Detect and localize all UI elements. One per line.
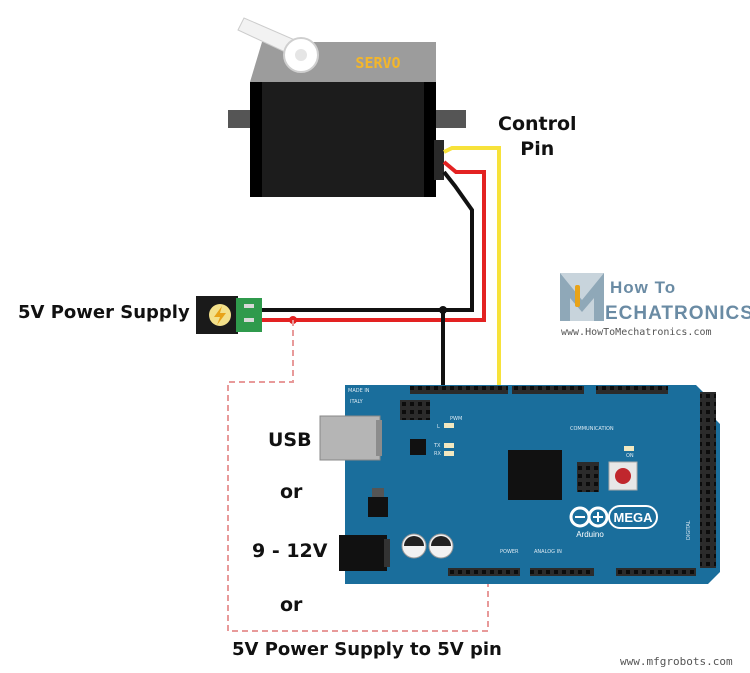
control-pin-label: Control Pin bbox=[498, 112, 577, 162]
header-top-3 bbox=[596, 386, 668, 394]
l-label: L bbox=[437, 424, 440, 430]
wire-yellow-control bbox=[443, 146, 501, 385]
header-top-2 bbox=[512, 386, 584, 394]
italy-label: ITALY bbox=[350, 399, 364, 405]
control-pin-line-1: Control bbox=[498, 113, 577, 135]
header-bottom-1 bbox=[448, 568, 520, 576]
pwm-label: PWM bbox=[450, 416, 462, 422]
voltage-regulator bbox=[368, 497, 388, 517]
wire-red-power bbox=[260, 160, 486, 322]
control-pin-line-2: Pin bbox=[520, 138, 555, 160]
rx-label: RX bbox=[434, 451, 441, 457]
usb-port bbox=[319, 415, 381, 461]
dashed-5v-path bbox=[227, 320, 489, 632]
or-label-1: or bbox=[280, 481, 303, 503]
servo-motor: SERVO bbox=[228, 17, 466, 197]
howto-site-url: www.HowToMechatronics.com bbox=[561, 327, 712, 338]
usb-chip bbox=[410, 439, 426, 455]
howto-word: How To bbox=[610, 278, 677, 297]
tx-label: TX bbox=[433, 443, 441, 449]
or-label-2: or bbox=[280, 594, 303, 616]
bottom-caption: 5V Power Supply to 5V pin bbox=[232, 639, 502, 660]
mfgrobots-site-url: www.mfgrobots.com bbox=[620, 655, 733, 668]
icsp-header bbox=[400, 400, 430, 420]
communication-label: COMMUNICATION bbox=[570, 426, 614, 432]
wire-black-ground bbox=[260, 170, 474, 385]
servo-wire-exit bbox=[434, 140, 444, 180]
digital-label: DIGITAL bbox=[686, 520, 692, 540]
voltage-range-label: 9 - 12V bbox=[252, 540, 328, 562]
servo-body-shade bbox=[250, 82, 262, 197]
arduino-mega-board: MADE IN ITALY PWM COMMUNICATION L TX RX … bbox=[319, 385, 720, 584]
servo-body-side bbox=[424, 82, 436, 197]
header-bottom-2 bbox=[530, 568, 594, 576]
servo-horn-center bbox=[295, 49, 307, 61]
power-header-label: POWER bbox=[500, 549, 519, 555]
mega-badge bbox=[608, 505, 658, 529]
howto-mechatronics-logo-icon bbox=[560, 273, 604, 321]
servo-mount-tab-right bbox=[430, 110, 466, 128]
lightning-icon bbox=[214, 306, 226, 325]
dc-barrel-jack bbox=[339, 535, 387, 571]
header-right-1 bbox=[700, 392, 716, 568]
power-jack bbox=[196, 296, 262, 334]
on-label: ON bbox=[626, 453, 634, 459]
mega-logo-text: MEGA bbox=[614, 510, 654, 525]
servo-body bbox=[250, 82, 436, 197]
icsp-header-2 bbox=[577, 462, 599, 492]
header-bottom-3 bbox=[616, 568, 696, 576]
header-top-1 bbox=[410, 386, 508, 394]
analog-in-label: ANALOG IN bbox=[534, 549, 562, 555]
made-in-label: MADE IN bbox=[348, 388, 370, 394]
arduino-logo-icon bbox=[569, 506, 609, 528]
servo-label: SERVO bbox=[355, 54, 400, 72]
mechatronics-word: ECHATRONICS bbox=[605, 303, 750, 324]
usb-label: USB bbox=[268, 429, 312, 451]
power-supply-label: 5V Power Supply bbox=[18, 302, 190, 323]
main-mcu-chip bbox=[508, 450, 562, 500]
ground-junction bbox=[439, 306, 447, 314]
arduino-brand-text: Arduino bbox=[576, 530, 604, 539]
